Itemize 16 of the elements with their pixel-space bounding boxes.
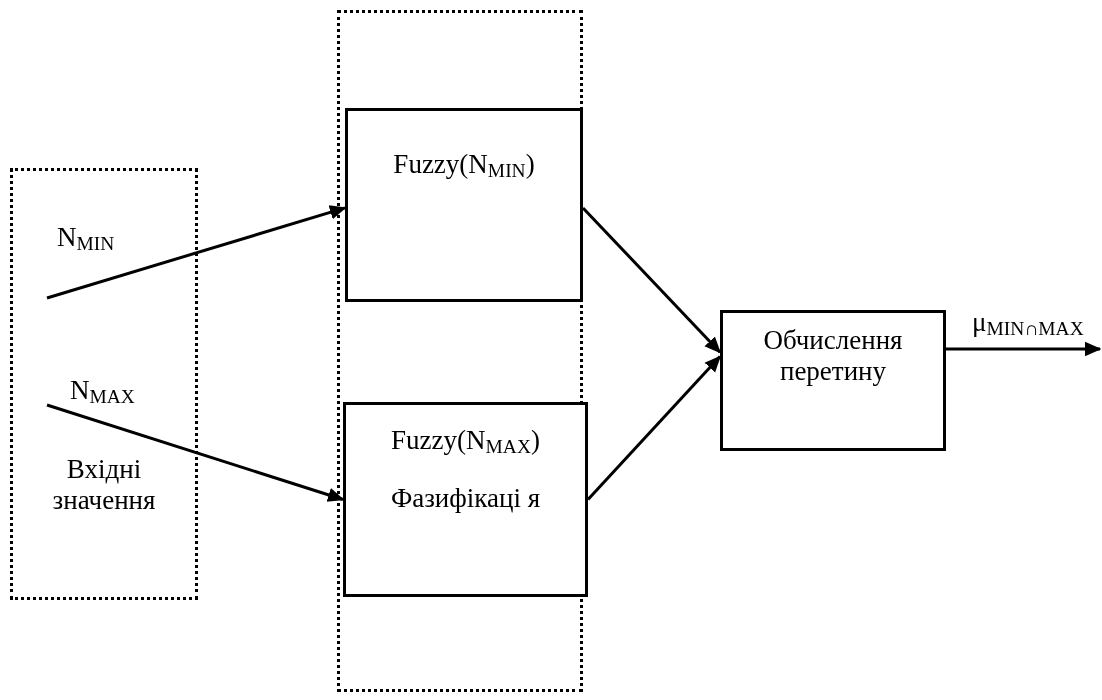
process-box: [720, 310, 946, 451]
input-label: N$_{MIN}$: [57, 222, 115, 256]
process-title: Fuzzy(N$_{MAX}$): [390, 425, 541, 459]
input-label: N$_{MAX}$: [70, 375, 135, 409]
arrow: [581, 206, 722, 354]
process-label: Фазифікаці я: [389, 483, 542, 515]
process-label: Вхідні значення: [51, 454, 157, 517]
arrow: [946, 341, 1102, 357]
process-label: Fuzzy(N$_{MIN}$): [392, 149, 536, 183]
process-label: Обчислення перетину: [762, 325, 904, 388]
arrow: [46, 205, 347, 300]
arrow: [46, 403, 345, 502]
input-group-box: [10, 168, 198, 600]
process-box: [345, 108, 583, 302]
process-box: [343, 402, 588, 597]
arrow: [586, 355, 722, 501]
